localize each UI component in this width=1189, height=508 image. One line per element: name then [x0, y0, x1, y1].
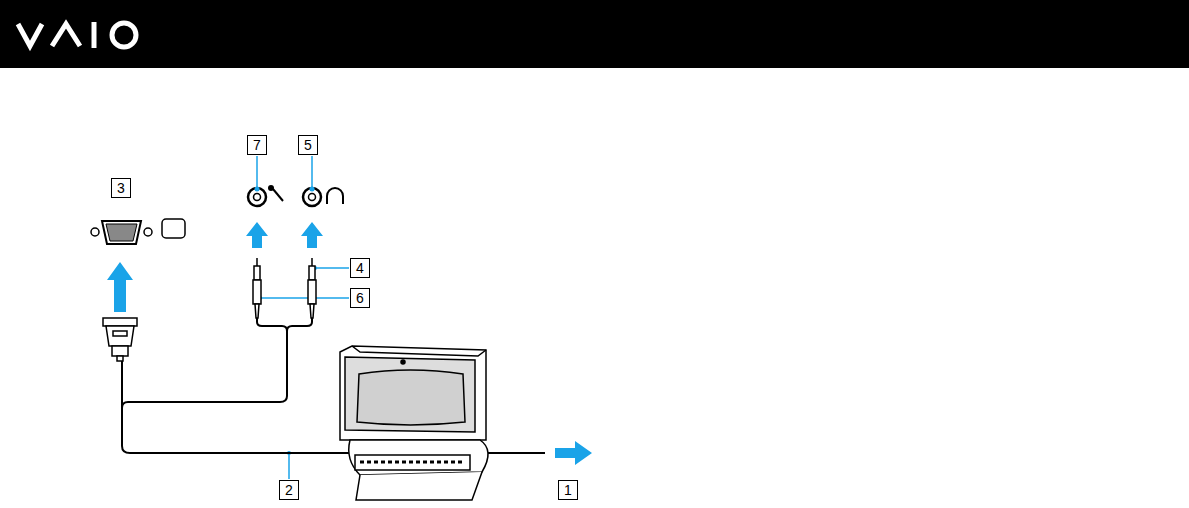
cables: [122, 318, 545, 453]
brand-logo: [18, 22, 136, 48]
vga-port: [91, 219, 185, 244]
callout-number: 7: [247, 135, 267, 155]
television: [340, 346, 488, 500]
monitor-icon: [162, 219, 185, 238]
callout-number: 5: [298, 135, 318, 155]
callout-number: 6: [350, 288, 370, 308]
callout-number: 2: [279, 480, 299, 500]
callout-number: 3: [111, 178, 131, 198]
insert-arrows: [107, 222, 592, 465]
callout-number: 1: [558, 480, 578, 500]
mic-jack: [248, 185, 283, 206]
leader-lines: [257, 156, 349, 479]
headphone-jack: [303, 188, 343, 206]
audio-plugs: [253, 258, 316, 318]
callout-number: 4: [350, 258, 370, 278]
header-bar: [0, 0, 1189, 68]
vga-plug: [103, 318, 137, 361]
